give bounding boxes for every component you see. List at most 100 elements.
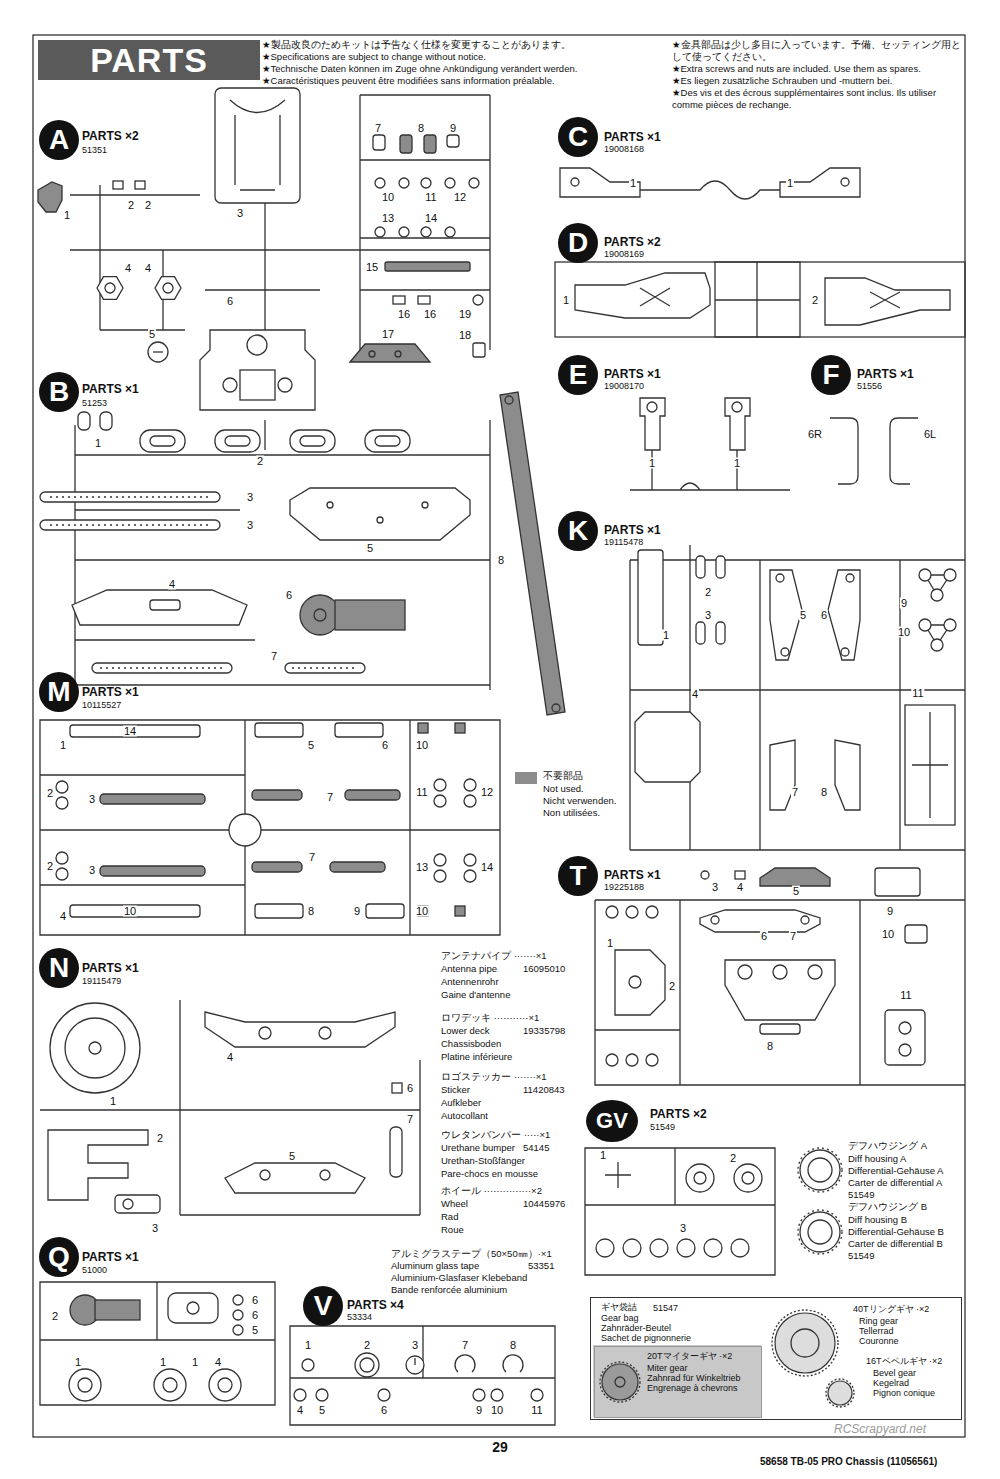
callout-number: 10 bbox=[381, 192, 395, 203]
parts-letter: A bbox=[49, 125, 69, 155]
sprue-a bbox=[421, 178, 431, 188]
callout-number: 6 bbox=[760, 931, 768, 942]
note-text: 51549 bbox=[848, 1250, 874, 1262]
sprue-t bbox=[646, 906, 658, 918]
note-text: ★Es liegen zusätzliche Schrauben und -mu… bbox=[672, 75, 892, 87]
item-text: Antennenrohr bbox=[441, 976, 499, 988]
gear-text: 16Tベベルギヤ ·×2 bbox=[866, 1356, 942, 1366]
sprue-t bbox=[905, 925, 927, 943]
note-text: 51549 bbox=[848, 1189, 874, 1201]
sprue-a bbox=[393, 296, 405, 304]
sprue-m bbox=[255, 723, 303, 737]
sprue-n bbox=[48, 1130, 148, 1200]
sprue-q bbox=[233, 1325, 243, 1335]
parts-letter-circle: T bbox=[558, 856, 598, 896]
sprue-m bbox=[330, 862, 385, 872]
page-number: 29 bbox=[492, 1441, 508, 1453]
sprue-m bbox=[252, 790, 302, 800]
circle-outline bbox=[39, 948, 79, 988]
sprue-a bbox=[230, 100, 285, 190]
part-code: 51253 bbox=[82, 398, 107, 409]
sprue-b bbox=[505, 396, 513, 404]
sprue-n bbox=[205, 1012, 395, 1047]
parts-letter-circle: D bbox=[558, 223, 598, 263]
callout-number: 15 bbox=[365, 262, 379, 273]
sprue-m bbox=[434, 870, 446, 882]
note-text: Carter de differential B bbox=[848, 1238, 943, 1250]
sprue-a bbox=[38, 88, 490, 410]
parts-letter-circle: E bbox=[558, 355, 598, 395]
circle-outline bbox=[811, 355, 851, 395]
sprue-k bbox=[905, 705, 955, 825]
sprue-b bbox=[365, 430, 410, 452]
callout-number: 9 bbox=[886, 906, 894, 917]
sprue-a bbox=[473, 343, 485, 357]
callout-number: 11 bbox=[424, 192, 437, 203]
sprue-q bbox=[218, 1378, 232, 1392]
gear-bag-art bbox=[600, 1362, 640, 1402]
parts-count: PARTS ×1 bbox=[857, 368, 914, 380]
parts-count: PARTS ×1 bbox=[604, 524, 661, 536]
sprue-gv bbox=[808, 1220, 832, 1244]
sprue-v bbox=[473, 1389, 485, 1401]
sprue-a bbox=[400, 135, 412, 153]
sprue-gv bbox=[734, 1164, 762, 1192]
sprue-v bbox=[316, 1389, 328, 1401]
sprue-m bbox=[366, 904, 404, 918]
sprue-t bbox=[711, 916, 719, 924]
note-text: ★製品改良のためキットは予告なく仕様を変更することがあります。 bbox=[262, 39, 571, 51]
item-text: 54145 bbox=[523, 1142, 549, 1154]
callout-number: 10 bbox=[123, 906, 137, 917]
callout-number: 2 bbox=[704, 587, 712, 598]
sprue-b bbox=[140, 430, 185, 452]
sprue-b bbox=[335, 600, 405, 630]
sprue-gv bbox=[686, 1164, 714, 1192]
sprue-gv bbox=[585, 1148, 842, 1275]
callout-number: 7 bbox=[270, 651, 278, 662]
sprue-k bbox=[846, 574, 854, 582]
gear-text: Kegelrad bbox=[873, 1378, 909, 1388]
sprue-a bbox=[424, 135, 436, 153]
callout-number: 2 bbox=[668, 981, 676, 992]
callout-number: 1 bbox=[733, 458, 741, 469]
sprue-a bbox=[350, 344, 430, 362]
callout-number: 2 bbox=[51, 1311, 59, 1322]
callout-number: 1 bbox=[191, 1357, 199, 1368]
gear-bag-art bbox=[593, 1310, 854, 1417]
sprue-n bbox=[115, 1195, 160, 1213]
sprue-t bbox=[595, 868, 965, 1085]
callout-number: 2 bbox=[156, 1133, 164, 1144]
circle-outline bbox=[558, 511, 598, 551]
sprue-a bbox=[200, 330, 315, 410]
sprue-n bbox=[225, 1163, 365, 1193]
callout-number: 1 bbox=[599, 1150, 607, 1161]
sprue-d bbox=[715, 262, 800, 337]
sprue-t bbox=[899, 1022, 911, 1034]
callout-number: 8 bbox=[820, 787, 828, 798]
part-code: 51549 bbox=[650, 1122, 675, 1133]
sprue-k bbox=[912, 712, 948, 818]
circle-outline bbox=[558, 355, 598, 395]
callout-number: 8 bbox=[766, 1041, 774, 1052]
legend-text: 不要部品 bbox=[543, 770, 583, 782]
sprue-n bbox=[392, 1083, 402, 1093]
sprue-k bbox=[944, 619, 956, 631]
sprue-gv bbox=[650, 1239, 668, 1257]
item-text: 11420843 bbox=[523, 1084, 565, 1096]
callout-number: 6 bbox=[406, 1083, 414, 1094]
sprue-t bbox=[615, 950, 665, 1015]
callout-number: 8 bbox=[497, 555, 505, 566]
sprue-v bbox=[503, 1355, 523, 1372]
sprue-k bbox=[696, 622, 705, 644]
sprue-a bbox=[278, 378, 292, 392]
callout-number: 5 bbox=[307, 740, 315, 751]
callout-number: 10 bbox=[415, 740, 429, 751]
callout-number: 10 bbox=[415, 906, 429, 917]
callout-number: 6 bbox=[285, 590, 293, 601]
sprue-a bbox=[373, 135, 385, 150]
sprue-d bbox=[575, 273, 710, 318]
header-band: PARTS bbox=[38, 40, 260, 80]
part-code: 51000 bbox=[82, 1265, 107, 1276]
sprue-t bbox=[738, 965, 752, 979]
part-code: 10115527 bbox=[82, 700, 121, 711]
